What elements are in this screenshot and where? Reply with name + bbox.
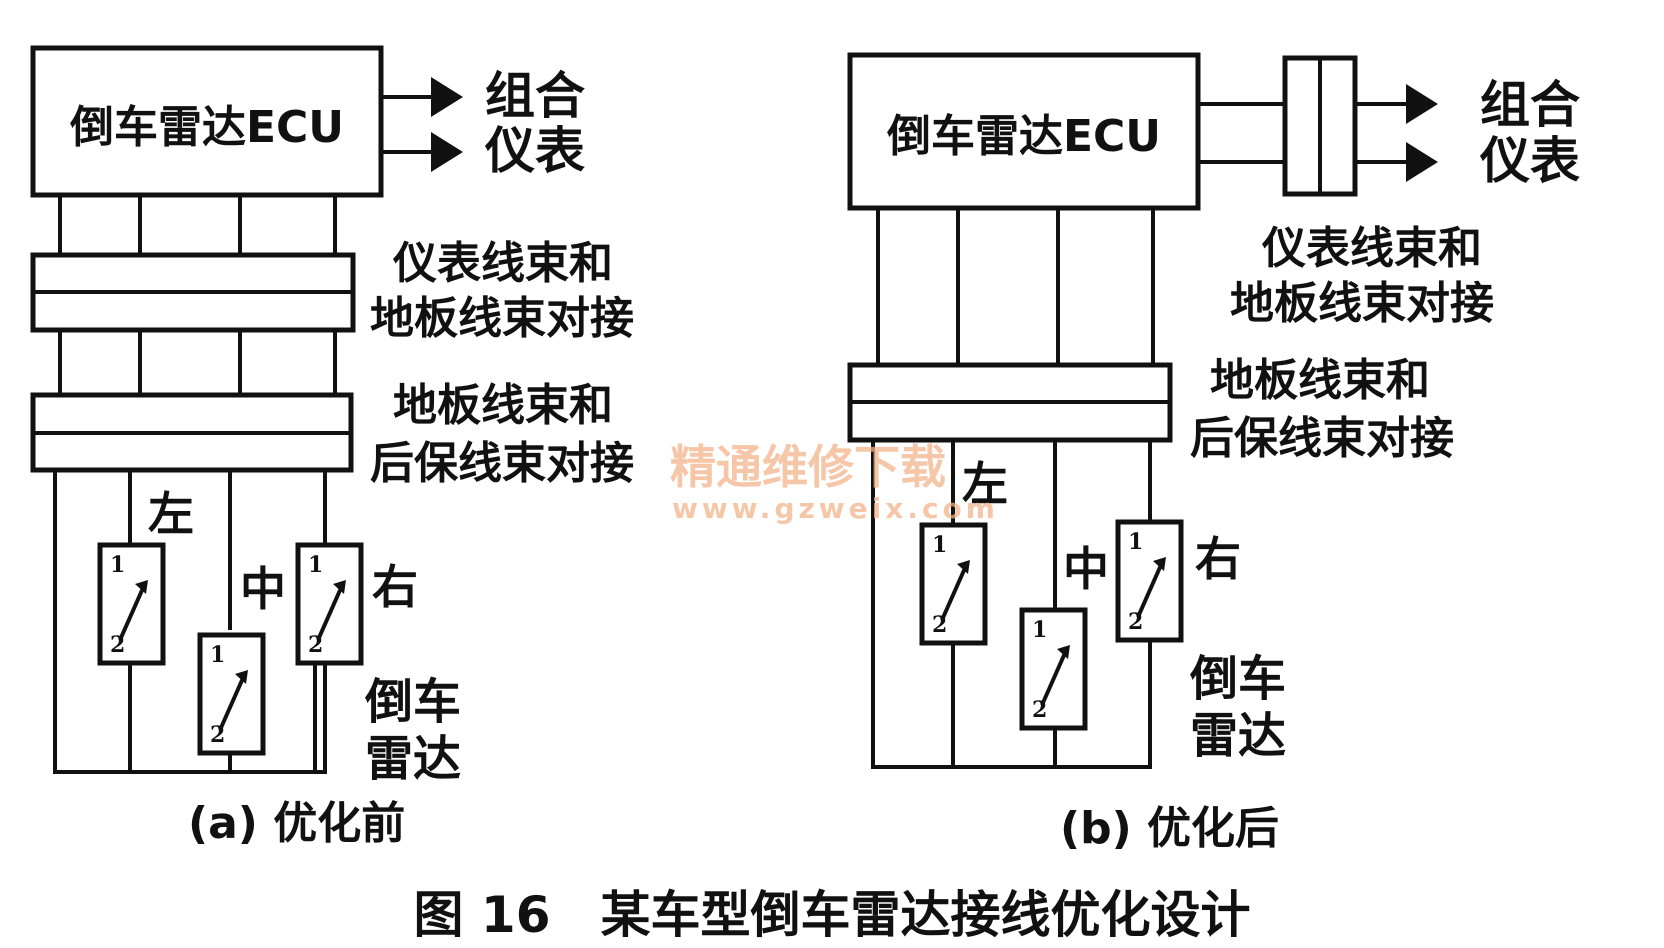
sensor-pin-1: 1 [932, 532, 947, 558]
sensor-arrowhead-icon [957, 560, 970, 574]
diagram-b-connector-2-label-line2: 后保线束对接 [1190, 413, 1454, 464]
diagram-b-middle-label: 中 [1063, 542, 1109, 596]
diagram-a-caption: (a) 优化前 [188, 798, 405, 849]
diagram-a-connector-1-label-line1: 仪表线束和 [392, 238, 613, 289]
sensor-pin-1: 1 [210, 642, 225, 668]
diagram-a-radar-label-line2: 雷达 [365, 731, 461, 787]
diagram-a-middle-label: 中 [240, 562, 286, 616]
diagram-b-left-label: 左 [962, 457, 1008, 511]
sensor-pin-1: 1 [110, 552, 125, 578]
diagram-a-ecu-box [30, 45, 384, 198]
diagram-a-output-label-line2: 仪表 [484, 122, 585, 180]
sensor-pin-1: 1 [308, 552, 323, 578]
diagram-b-sensor-middle: 1 2 [1019, 607, 1088, 731]
sensor-pin-1: 1 [1032, 617, 1047, 643]
diagram-a-connector-2-label-line2: 后保线束对接 [370, 438, 634, 489]
diagram-b-sensor-left: 1 2 [919, 522, 988, 646]
diagram-a-radar-label-line1: 倒车 [364, 674, 461, 730]
diagram-a-connector-2-label-line1: 地板线束和 [393, 380, 613, 431]
diagram-b-connector-1-label-line2: 地板线束对接 [1230, 278, 1494, 329]
sensor-arrow-icon [118, 587, 145, 641]
sensor-arrowhead-icon [235, 670, 248, 684]
diagram-b-after: 倒车雷达ECU 组合 仪表 仪表线束和 地板线束对接 地板线束和 后保线束对接 … [847, 52, 1580, 854]
diagram-a-output-label-line1: 组合 [485, 67, 585, 125]
diagram-b-ecu-label: 倒车雷达ECU [886, 111, 1161, 162]
sensor-arrow-icon [940, 567, 967, 621]
diagram-b-ecu-box [847, 52, 1201, 211]
diagram-b-output-label-line2: 仪表 [1479, 132, 1580, 190]
figure-caption: 图 16 某车型倒车雷达接线优化设计 [414, 886, 1251, 944]
diagram-a-sensor-left: 1 2 [97, 542, 166, 666]
sensor-arrowhead-icon [135, 580, 148, 594]
sensor-arrow-icon [218, 677, 245, 731]
diagram-a-right-label: 右 [372, 560, 418, 614]
diagram-b-output-label-line1: 组合 [1480, 76, 1580, 134]
diagram-a-left-label: 左 [148, 487, 194, 541]
diagram-b-radar-label-line2: 雷达 [1190, 708, 1286, 764]
watermark-url: www.gzweix.com [672, 492, 999, 525]
diagram-b-sensor-right: 1 2 [1115, 519, 1184, 643]
sensor-arrow-icon [316, 587, 343, 641]
watermark-text: 精通维修下载 [670, 440, 946, 494]
sensor-arrowhead-icon [1153, 557, 1166, 571]
sensor-pin-1: 1 [1128, 529, 1143, 555]
diagram-b-right-label: 右 [1195, 532, 1241, 586]
diagram-a-ecu-label: 倒车雷达ECU [69, 102, 344, 153]
sensor-arrowhead-icon [333, 580, 346, 594]
diagram-b-caption: (b) 优化后 [1060, 803, 1279, 854]
diagram-a-sensor-middle: 1 2 [197, 632, 266, 756]
diagram-b-radar-label-line1: 倒车 [1189, 651, 1286, 707]
diagram-b-connector-1-label-line1: 仪表线束和 [1261, 223, 1482, 274]
sensor-arrow-icon [1136, 564, 1163, 618]
diagram-a-sensor-right: 1 2 [295, 542, 364, 666]
diagram-a-before: 倒车雷达ECU 组合 仪表 仪表线束和 地板线束对接 地板线束和 后保线束对接 … [30, 45, 634, 849]
sensor-arrowhead-icon [1057, 645, 1070, 659]
sensor-arrow-icon [1040, 652, 1067, 706]
diagram-a-connector-1-label-line2: 地板线束对接 [370, 293, 634, 344]
diagram-b-connector-2-label-line1: 地板线束和 [1210, 355, 1430, 406]
